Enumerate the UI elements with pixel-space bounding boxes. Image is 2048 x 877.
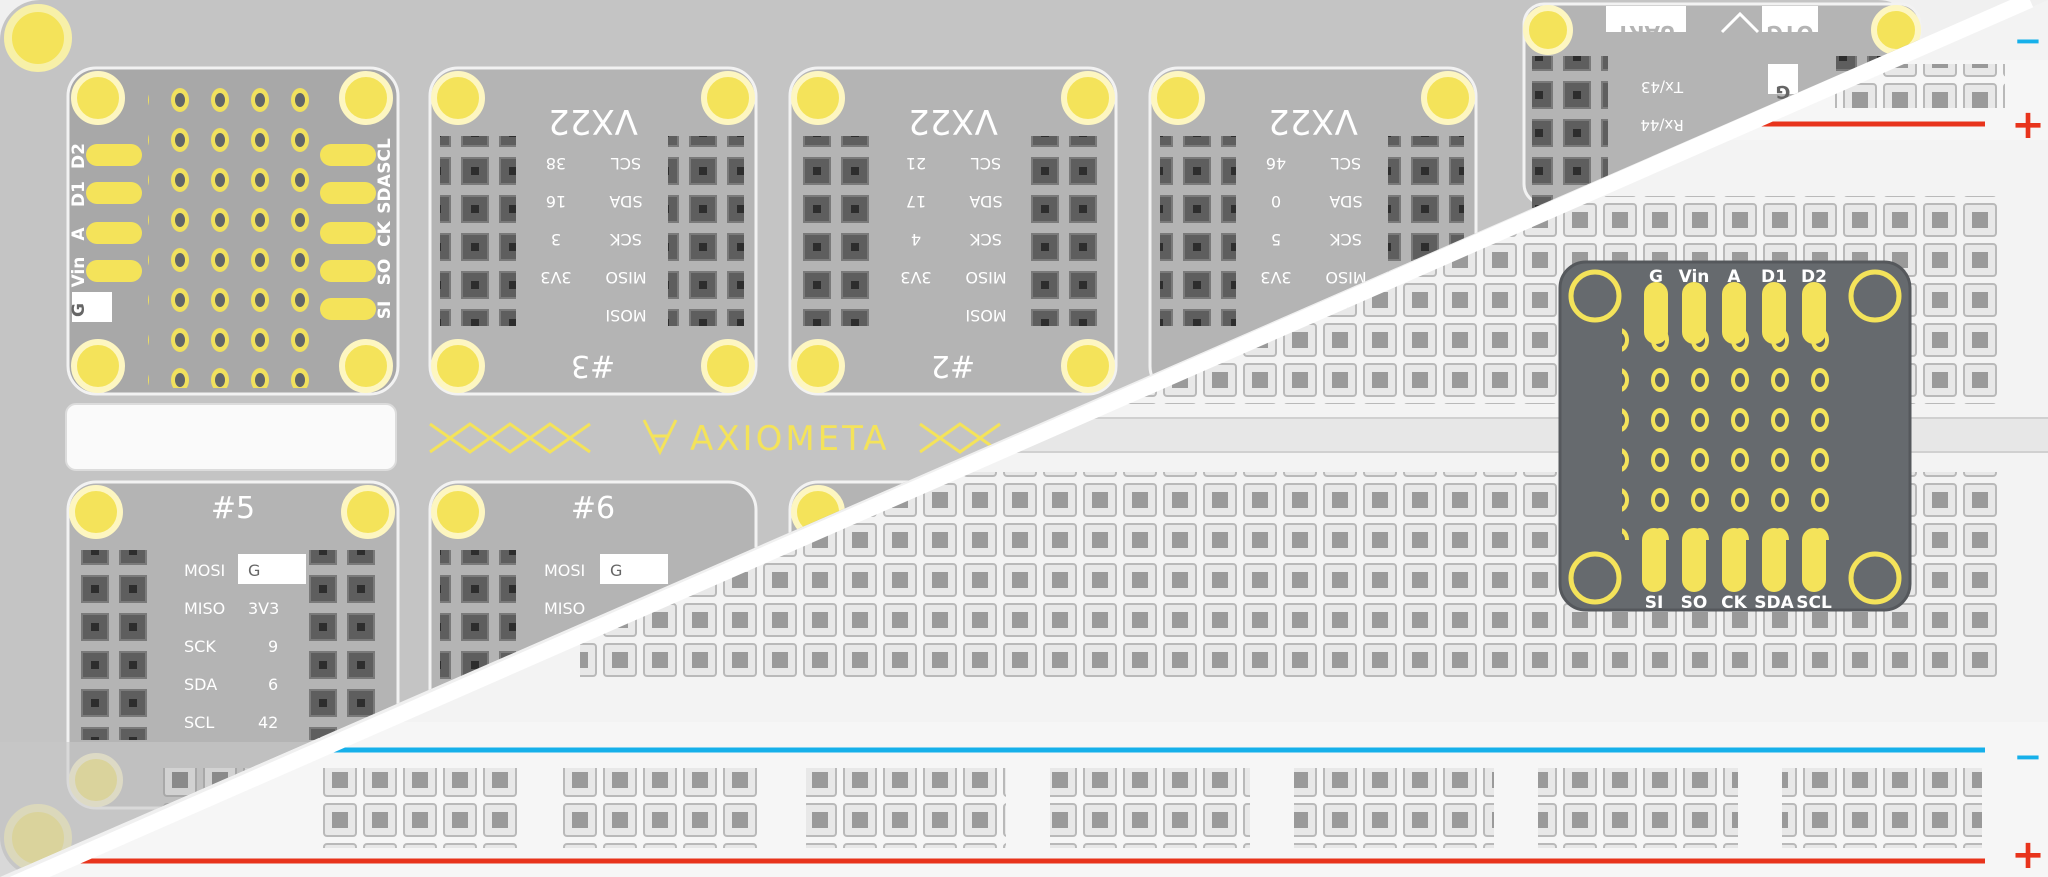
module-label-scl: SCL — [1796, 593, 1832, 613]
module-1-name: VX22 — [1268, 101, 1358, 141]
uart-tx-pin: Tx/43 — [1641, 78, 1684, 96]
module-label-sda: SDA — [1754, 593, 1794, 613]
otg-label: OTG — [1766, 21, 1813, 45]
module-2-name: VX22 — [908, 101, 998, 141]
slot-2-scl: SCL — [971, 154, 1001, 173]
slot-5-3v3: 3V3 — [248, 599, 279, 618]
module-label-g: G — [1649, 267, 1663, 287]
slot-3-3v3: 3V3 — [540, 268, 571, 287]
slot-label-6: #6 — [571, 491, 615, 526]
slot-5-sck: SCK — [184, 637, 216, 656]
slot-6-miso: MISO — [544, 599, 585, 618]
slot-6-g: G — [610, 561, 622, 580]
module-label-vin: Vin — [1679, 267, 1710, 287]
slot-label-3: #3 — [571, 348, 615, 383]
slot-5-miso: MISO — [184, 599, 225, 618]
slot-1-gpio-46: 46 — [1266, 154, 1286, 173]
slot-5-mosi: MOSI — [184, 561, 225, 580]
slot-label-2: #2 — [931, 348, 975, 383]
slot-5-gpio-42: 42 — [258, 713, 278, 732]
slot-3-sda: SDA — [609, 192, 642, 211]
slot-1-scl: SCL — [1331, 154, 1361, 173]
breakout-label-d1: D1 — [69, 181, 89, 207]
breakout-label-sda: SDA — [375, 173, 395, 213]
uart-label: UART — [1616, 21, 1676, 45]
top-minus-rail-label: − — [2014, 21, 2043, 61]
brand-name: AXIOMETA — [690, 419, 890, 459]
label-sticker — [65, 403, 397, 471]
slot-label-5: #5 — [211, 491, 255, 526]
bottom-plus-rail-label: + — [2011, 832, 2045, 877]
slot-3-gpio-38: 38 — [546, 154, 566, 173]
module-slot-2: VX22 #2 21 17 4 3V3 SCL SDA SCK MISO MOS… — [788, 66, 1118, 396]
bottom-minus-rail-label: − — [2014, 737, 2043, 777]
slot-5-gpio-9: 9 — [268, 637, 278, 656]
breakout-label-si: SI — [375, 301, 395, 320]
module-label-so: SO — [1681, 593, 1708, 613]
module-label-si: SI — [1645, 593, 1664, 613]
top-plus-rail-label: + — [2011, 102, 2045, 148]
slot-3-mosi: MOSI — [605, 306, 646, 325]
module-3-name: VX22 — [548, 101, 638, 141]
breakout-label-a: A — [69, 227, 89, 241]
slot-5-scl: SCL — [184, 713, 214, 732]
slot-3-gpio-3: 3 — [551, 230, 561, 249]
slot-2-sda: SDA — [969, 192, 1002, 211]
slot-3-sck: SCK — [610, 230, 642, 249]
slot-1-sck: SCK — [1330, 230, 1362, 249]
breadboard-module: G Vin A D1 D2 SI SO CK SDA SCL — [1558, 260, 1912, 613]
slot-2-3v3: 3V3 — [900, 268, 931, 287]
module-label-d1: D1 — [1761, 267, 1787, 287]
breakout-board-slot: D2 D1 A Vin G SCL SDA CK SO SI — [66, 66, 400, 396]
module-label-d2: D2 — [1801, 267, 1827, 287]
module-label-ck: CK — [1721, 593, 1747, 613]
breakout-label-so: SO — [375, 259, 395, 286]
uart-rx-pin: Rx/44 — [1640, 116, 1683, 134]
slot-6-mosi: MOSI — [544, 561, 585, 580]
breakout-label-d2: D2 — [69, 143, 89, 169]
module-label-a: A — [1727, 267, 1741, 287]
breakout-label-ck: CK — [375, 220, 395, 246]
module-slot-3: VX22 #3 38 16 3 3V3 SCL SDA SCK MISO MOS… — [428, 66, 758, 396]
slot-1-gpio-0: 0 — [1271, 192, 1281, 211]
slot-3-scl: SCL — [611, 154, 641, 173]
slot-2-miso: MISO — [965, 268, 1006, 287]
slot-2-gpio-21: 21 — [906, 154, 926, 173]
slot-2-mosi: MOSI — [965, 306, 1006, 325]
brand-strip: AXIOMETA — [429, 419, 1001, 459]
slot-1-3v3: 3V3 — [1260, 268, 1291, 287]
breakout-label-g: G — [69, 303, 89, 317]
slot-5-gpio-6: 6 — [268, 675, 278, 694]
slot-1-gpio-5: 5 — [1271, 230, 1281, 249]
breakout-label-vin: Vin — [69, 257, 89, 288]
slot-2-gpio-17: 17 — [906, 192, 926, 211]
slot-1-miso: MISO — [1325, 268, 1366, 287]
breakout-label-scl: SCL — [375, 138, 395, 174]
slot-3-miso: MISO — [605, 268, 646, 287]
slot-1-sda: SDA — [1329, 192, 1362, 211]
slot-5-sda: SDA — [184, 675, 217, 694]
slot-2-sck: SCK — [970, 230, 1002, 249]
slot-2-gpio-4: 4 — [911, 230, 921, 249]
slot-5-g: G — [248, 561, 260, 580]
slot-3-gpio-16: 16 — [546, 192, 566, 211]
usb-ground-tag: G — [1776, 81, 1791, 102]
